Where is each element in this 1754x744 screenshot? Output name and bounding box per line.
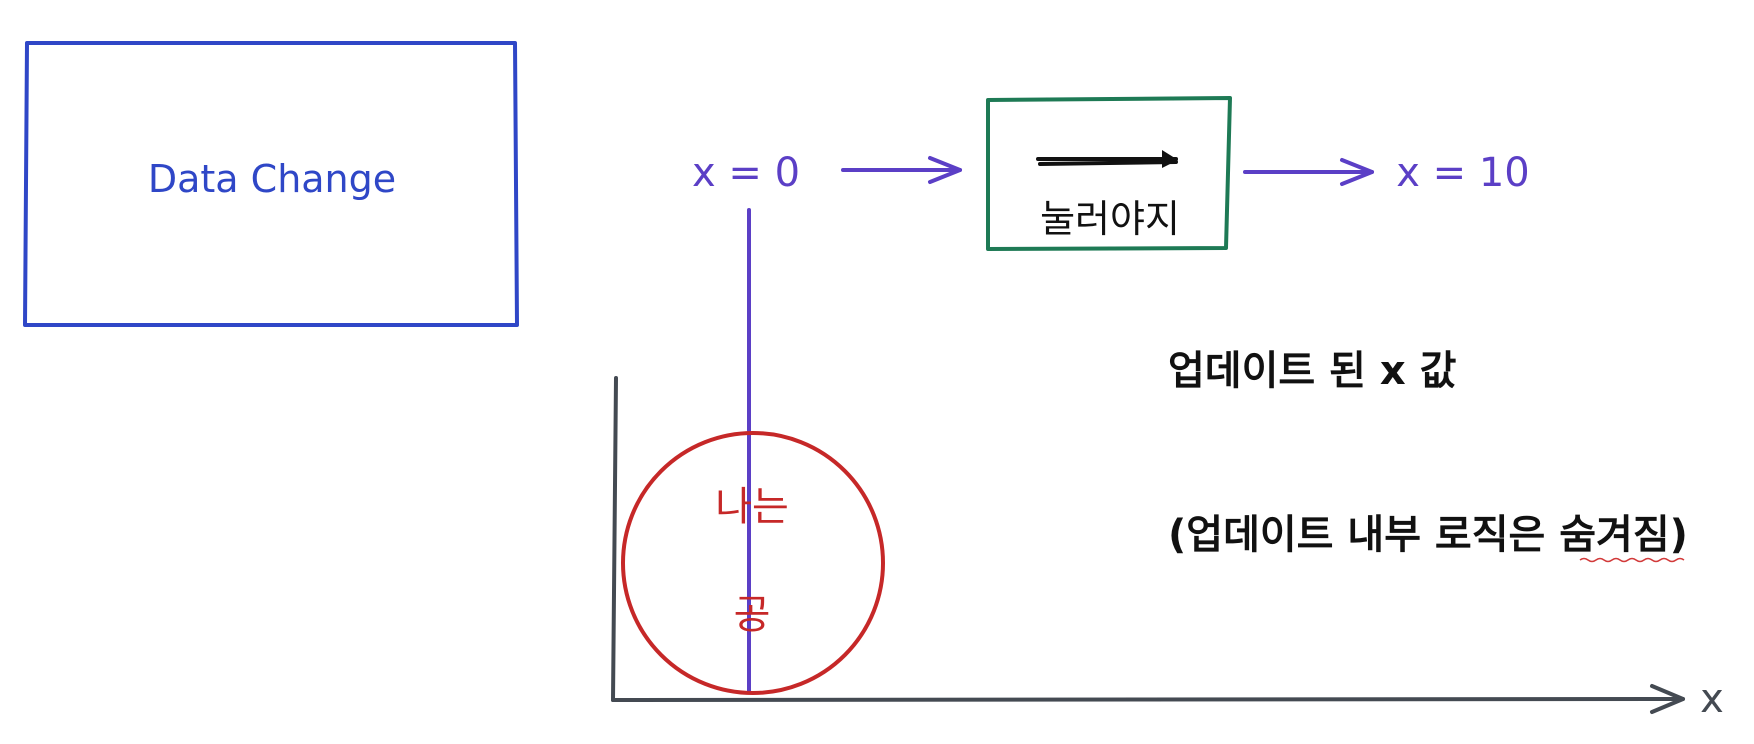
hidden-logic-note: (업데이트 내부 로직은 숨겨짐) [1168,512,1688,558]
ball-label-line2: 공 [734,592,771,638]
y-axis [611,376,618,702]
end-value-label: x = 10 [1396,150,1530,196]
updated-value-note: 업데이트 된 x 값 [1168,348,1457,394]
arrow-to-process [841,156,962,184]
start-value-label: x = 0 [692,150,800,196]
x-axis-arrowhead [1650,684,1685,714]
ball-label-line1: 나는 [715,484,789,530]
x-axis-label: x [1700,676,1724,722]
arrow-to-end [1243,158,1374,186]
right-arrow-icon [1036,150,1178,168]
spellcheck-underline [1579,557,1685,563]
data-change-label: Data Change [148,157,396,201]
ball: 나는 공 [621,431,885,695]
process-label: 눌러야지 [1040,197,1180,241]
x-axis [611,697,1685,702]
process-box: 눌러야지 [986,96,1232,251]
data-change-box: Data Change [23,41,519,327]
axes [611,376,1685,714]
